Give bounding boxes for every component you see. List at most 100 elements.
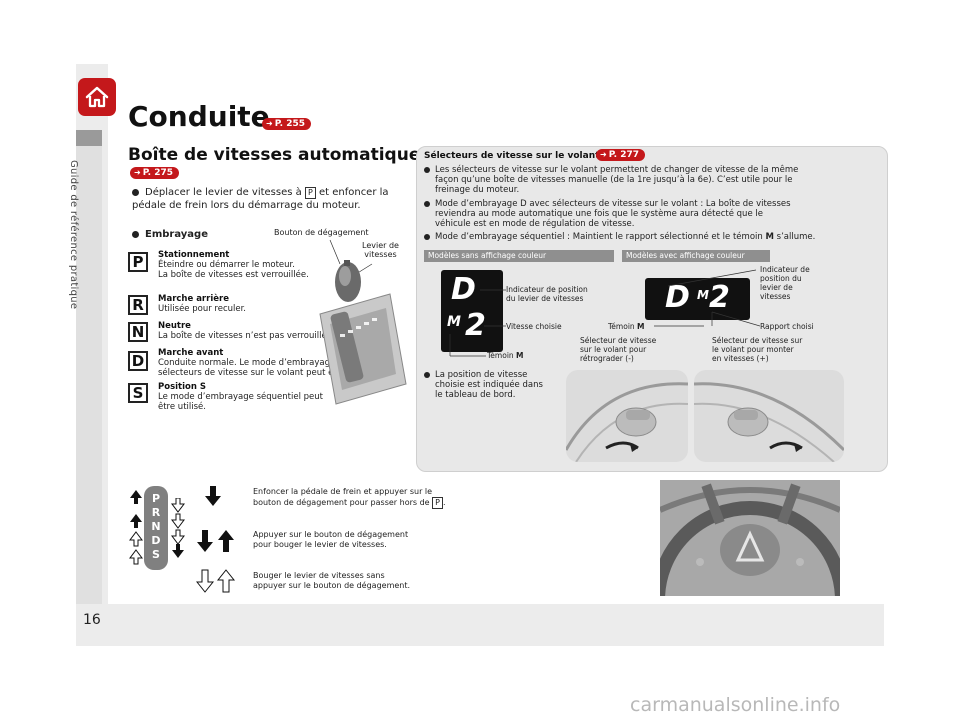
outline-down-arrow-icon [171, 498, 185, 513]
gear-box-d: D [128, 351, 148, 371]
legend-item-2: Appuyer sur le bouton de dégagement pour… [253, 530, 408, 550]
legend-item-1: Enfoncer la pédale de frein et appuyer s… [253, 487, 446, 509]
paddle-bullet-3: Mode d’embrayage séquentiel : Maintient … [424, 232, 884, 242]
lcd-selected-gear: 2 [709, 280, 730, 315]
gear-desc: Éteindre ou démarrer le moteur. [158, 260, 295, 270]
ref-text: P. 277 [608, 150, 639, 160]
label-line: rétrograder (-) [580, 354, 634, 363]
gear-item-n: Neutre La boîte de vitesses n’est pas ve… [158, 321, 335, 341]
gear-item-r: Marche arrière Utilisée pour reculer. [158, 294, 246, 314]
outline-down-arrow-icon [171, 529, 185, 545]
legend-line: Appuyer sur le bouton de dégagement [253, 530, 409, 539]
left-arrow-column [129, 490, 143, 565]
bullet-text: s’allume. [776, 232, 816, 242]
section-page-ref-link[interactable]: ➜P. 275 [130, 167, 179, 179]
legend-line: pour bouger le levier de vitesses. [253, 540, 387, 549]
bullet-icon [424, 371, 430, 378]
intro-text-a: Déplacer le levier de vitesses à [145, 187, 302, 198]
legend-line: Enfoncer la pédale de frein et appuyer s… [253, 487, 433, 496]
sidebar-marker [76, 130, 102, 146]
legend-item-3: Bouger le levier de vitesses sans appuye… [253, 571, 410, 591]
paddle-page-ref-link[interactable]: ➜P. 277 [596, 149, 645, 161]
bullet-text: La position de vitesse [435, 370, 528, 380]
gear-item-p: Stationnement Éteindre ou démarrer le mo… [158, 250, 309, 280]
sidebar-strip [76, 130, 102, 604]
gear-title: Neutre [158, 321, 191, 331]
steering-wheel-photo [651, 480, 849, 699]
label-line: Sélecteur de vitesse sur [712, 336, 803, 345]
selected-gear-label: Vitesse choisie [506, 322, 562, 331]
m-indicator-label: Témoin M [487, 351, 524, 360]
intro-text-b: et enfoncer la pédale de frein lors du d… [132, 187, 389, 211]
paddle-section-title: Sélecteurs de vitesse sur le volant [424, 151, 600, 161]
solid-down-arrow-icon [205, 486, 221, 506]
embrayage-label: Embrayage [145, 229, 208, 240]
bullet-text: reviendra au mode automatique une fois q… [435, 209, 763, 219]
gear-title: Position S [158, 382, 206, 392]
label-text: Témoin [487, 351, 514, 360]
strip-letter: N [151, 520, 161, 533]
gear-item-s: Position S Le mode d’embrayage séquentie… [158, 382, 323, 412]
title-page-ref-link[interactable]: ➜P. 255 [262, 118, 311, 130]
section-title: Boîte de vitesses automatique [128, 145, 421, 165]
bullet-text: Les sélecteurs de vitesse sur le volant … [435, 165, 799, 175]
right-arrow-column [171, 498, 185, 558]
paddle-bullet-1: Les sélecteurs de vitesse sur le volant … [424, 165, 834, 195]
bullet-text: freinage du moteur. [435, 185, 520, 195]
bullet-icon [424, 233, 430, 240]
outline-up-arrow-icon [129, 549, 143, 565]
gear-box-s: S [128, 383, 148, 403]
bullet-icon [132, 188, 139, 196]
lever-indicator-label: Indicateur de position du levier de vite… [506, 285, 588, 303]
label-line: position du [760, 274, 802, 283]
legend-line: bouton de dégagement pour passer hors de [253, 498, 430, 507]
label-text: Témoin [608, 322, 635, 331]
home-button[interactable] [78, 78, 116, 116]
lcd-m-indicator: M [697, 288, 709, 302]
right-callout-lines [654, 269, 760, 327]
hand-on-paddle-image [694, 382, 844, 462]
bullet-text: façon qu’une boîte de vitesses manuelle … [435, 175, 793, 185]
left-callout-lines [449, 289, 506, 357]
paddle-bullet-2: Mode d’embrayage D avec sélecteurs de vi… [424, 199, 834, 229]
ref-text: P. 275 [142, 168, 173, 178]
gear-title: Stationnement [158, 250, 230, 260]
intro-bullet: Déplacer le levier de vitesses à P et en… [132, 186, 412, 212]
ref-text: P. 255 [274, 119, 305, 129]
label-line: le volant pour monter [712, 345, 794, 354]
sidebar-label[interactable]: Guide de référence pratique [68, 160, 79, 310]
model-tag-color: Modèles avec affichage couleur [622, 250, 770, 262]
page-title: Conduite [128, 100, 270, 133]
outline-up-arrow-icon [129, 531, 143, 547]
legend-line: Bouger le levier de vitesses sans [253, 571, 385, 580]
gear-desc: La boîte de vitesses est verrouillée. [158, 270, 309, 280]
lcd-gear-position: D [451, 272, 476, 307]
p-symbol: P [432, 497, 443, 509]
label-line: levier de [760, 283, 793, 292]
right-m-indicator-label: Témoin M [608, 322, 645, 331]
gear-title: Marche avant [158, 348, 224, 358]
gear-item-d: Marche avant Conduite normale. Le mode d… [158, 348, 376, 378]
gear-desc: sélecteurs de vitesse sur le volant peut… [158, 368, 377, 378]
solid-up-down-arrows-icon [197, 530, 234, 552]
bullet-icon [132, 230, 139, 238]
downshift-paddle-photo [566, 370, 688, 462]
lever-label-line: vitesses [364, 250, 397, 259]
hand-on-paddle-image [566, 382, 688, 462]
gear-box-r: R [128, 295, 148, 315]
strip-letter: D [151, 534, 161, 547]
gear-box-p: P [128, 252, 148, 272]
color-display: D M 2 [645, 278, 750, 320]
label-line: Indicateur de position [506, 285, 588, 294]
release-button-label: Bouton de dégagement [274, 228, 369, 237]
upshift-paddle-photo [694, 370, 844, 462]
strip-letter: R [151, 506, 161, 519]
gear-desc: Utilisée pour reculer. [158, 304, 247, 314]
bullet-text: Mode d’embrayage D avec sélecteurs de vi… [435, 199, 791, 209]
label-m: M [637, 322, 645, 331]
label-m: M [516, 351, 524, 360]
bullet-icon [424, 200, 430, 207]
steering-wheel-image [651, 480, 849, 699]
lever-label: Levier de vitesses [362, 241, 399, 259]
selected-ratio-label: Rapport choisi [760, 322, 814, 331]
